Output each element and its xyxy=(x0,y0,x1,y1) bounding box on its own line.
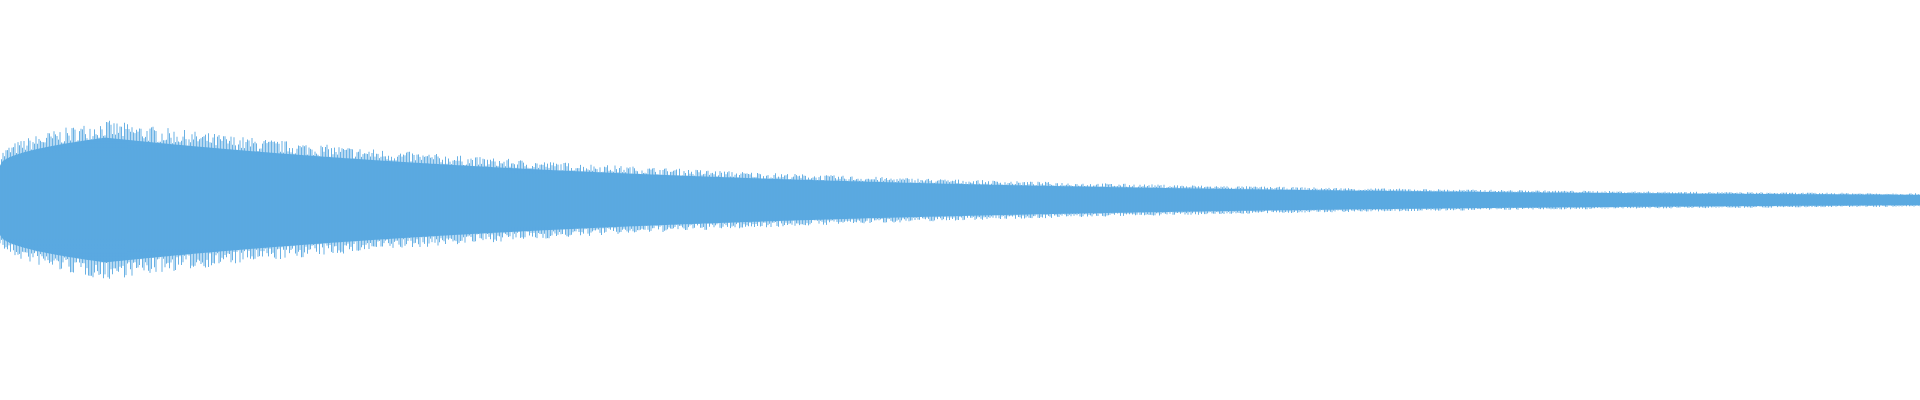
waveform-spikes xyxy=(0,120,1920,279)
